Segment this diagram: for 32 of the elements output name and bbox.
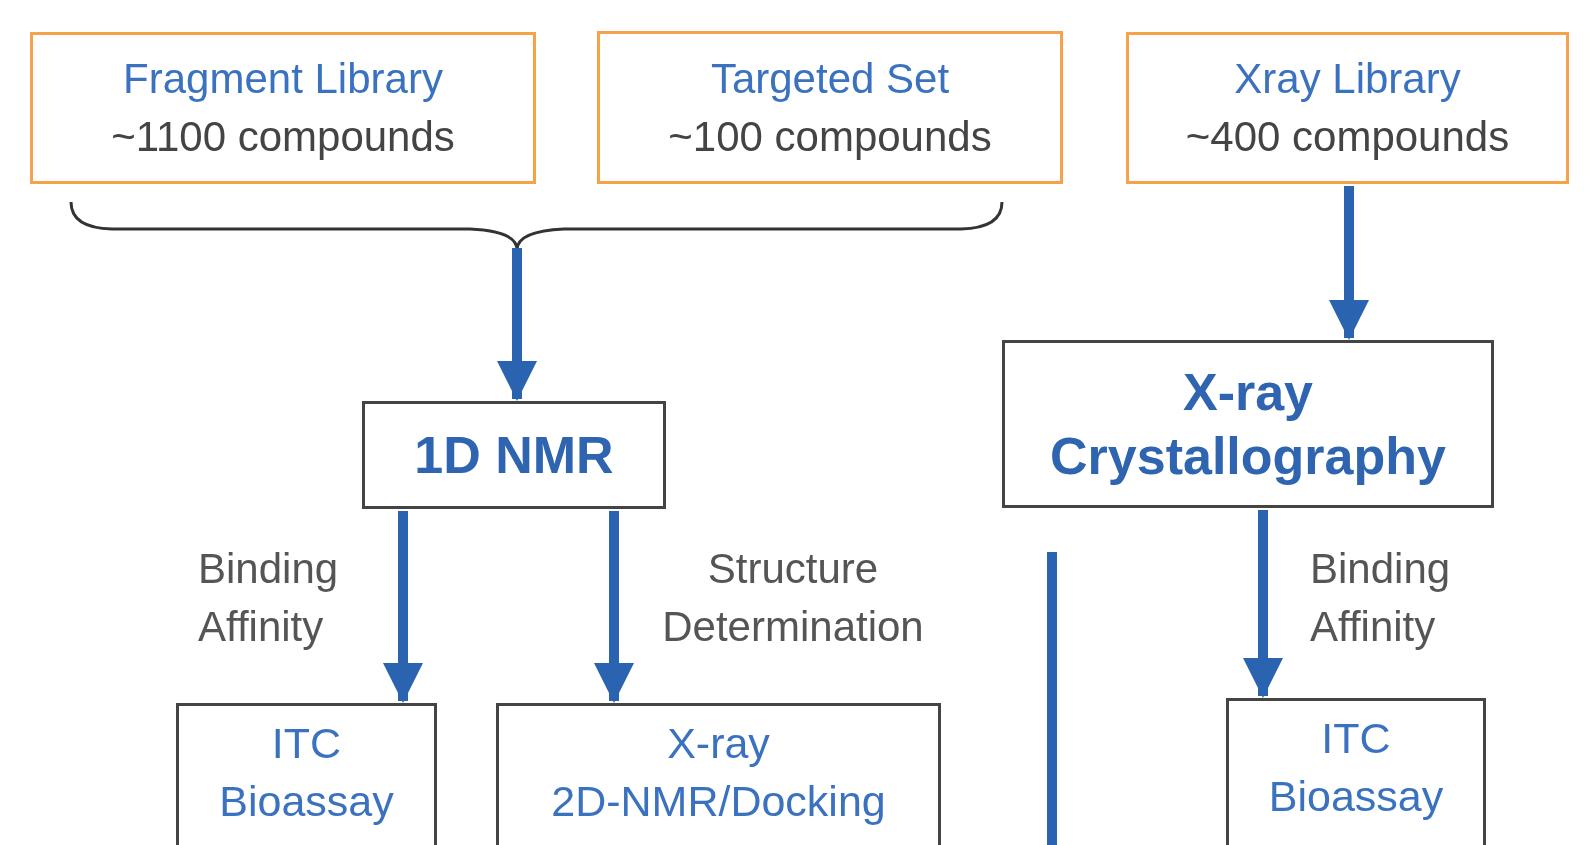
edge-label: Binding Affinity <box>1310 544 1452 652</box>
arrow <box>594 511 634 703</box>
compound-count: ~1100 compounds <box>111 112 455 162</box>
compound-count: ~100 compounds <box>668 111 992 162</box>
method-box <box>362 401 666 509</box>
result-text: ITC <box>271 718 342 769</box>
arrow <box>1243 510 1283 698</box>
arrow <box>497 248 537 401</box>
library-name: Fragment Library <box>123 54 443 104</box>
edge-label: Binding Affinity <box>198 544 340 652</box>
result-box <box>1226 698 1486 845</box>
library-box <box>30 32 536 184</box>
arrow <box>1329 186 1369 340</box>
result-text: 2D-NMR/Docking <box>551 776 886 827</box>
curly-brace <box>69 201 519 251</box>
result-text: X-ray <box>667 718 770 769</box>
result-box <box>496 703 941 845</box>
library-name: Xray Library <box>1234 54 1461 104</box>
edge-label: Structure Determination <box>661 544 925 652</box>
method-title: X-ray Crystallography <box>1049 362 1447 487</box>
result-box <box>176 703 437 845</box>
arrow <box>383 511 423 703</box>
library-name: Targeted Set <box>710 53 950 104</box>
compound-count: ~400 compounds <box>1185 112 1510 162</box>
library-box <box>597 31 1063 184</box>
result-text: Bioassay <box>219 776 394 827</box>
method-box <box>1002 340 1494 508</box>
library-box <box>1126 32 1569 184</box>
result-text: Bioassay <box>1268 771 1444 822</box>
result-text: ITC <box>1321 713 1391 764</box>
method-title: 1D NMR <box>414 425 614 486</box>
curly-brace <box>515 201 1004 251</box>
